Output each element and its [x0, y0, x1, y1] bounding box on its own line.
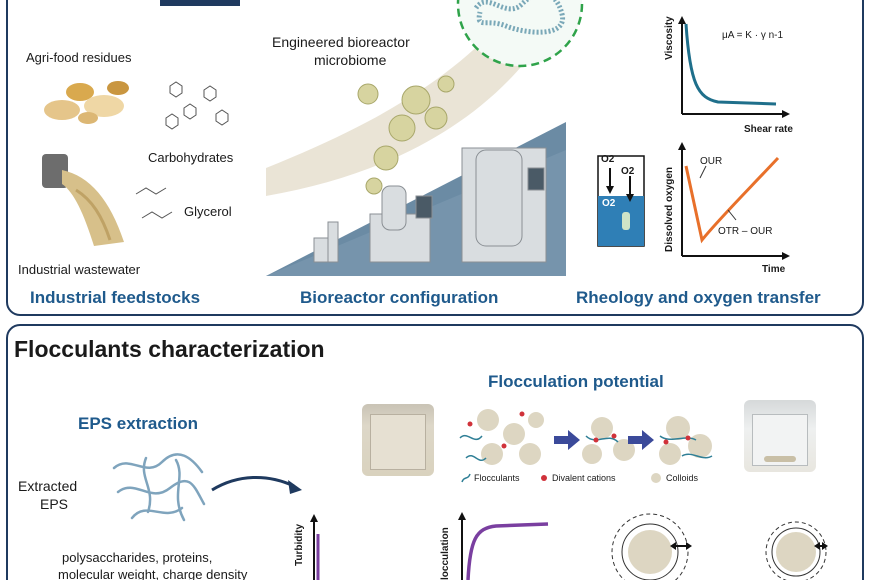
o2-label-1: O2	[601, 154, 615, 165]
bottom-panel-title: Flocculants characterization	[14, 336, 325, 362]
particle-double-layer-1	[611, 513, 692, 580]
flocculation-chart	[458, 512, 549, 580]
o2-label-3: O2	[602, 198, 616, 209]
agri-food-label: Agri-food residues	[26, 50, 132, 65]
otr-our-label: OTR – OUR	[718, 226, 773, 237]
flocculation-potential-label: Flocculation potential	[488, 372, 664, 391]
clear-beaker-photo	[744, 400, 816, 472]
eps-properties-line-1: polysaccharides, proteins,	[62, 550, 213, 565]
eps-strands-icon	[112, 453, 206, 522]
microbiome-label-line-2: microbiome	[314, 52, 387, 68]
eps-extraction-label: EPS extraction	[78, 414, 198, 433]
glycerol-molecule-icon	[135, 187, 173, 219]
legend-cations-label: Divalent cations	[552, 473, 616, 483]
time-axis-label: Time	[762, 264, 786, 275]
legend-flocculants-label: Flocculants	[474, 473, 520, 483]
legend-flocculant-icon	[461, 473, 471, 483]
agri-food-icon	[44, 81, 129, 124]
bottom-panel	[6, 324, 864, 580]
extracted-eps-label-line-2: EPS	[40, 496, 69, 512]
rheology-section-label: Rheology and oxygen transfer	[576, 288, 821, 307]
carbohydrates-label: Carbohydrates	[148, 150, 234, 165]
particle-double-layer-2	[765, 521, 828, 580]
viscosity-chart	[678, 16, 790, 118]
bioreactor-section-label: Bioreactor configuration	[300, 288, 499, 307]
extracted-eps-label-line-1: Extracted	[18, 478, 78, 494]
flocculation-axis-label: locculation	[440, 527, 451, 580]
our-label: OUR	[700, 156, 723, 167]
wastewater-label: Industrial wastewater	[18, 262, 141, 277]
flocculation-mechanism-diagram	[459, 409, 713, 465]
dissolved-oxygen-chart	[678, 142, 790, 260]
turbidity-chart	[310, 514, 320, 580]
eps-to-flocculation-arrow	[211, 476, 302, 494]
shear-rate-axis-label: Shear rate	[744, 124, 793, 135]
viscosity-equation: μA = K · γ n-1	[722, 30, 784, 41]
microbiome-label-line-1: Engineered bioreactor	[272, 34, 410, 50]
dissolved-oxygen-curve	[684, 156, 780, 244]
carbohydrates-molecules-icon	[165, 81, 229, 130]
dissolved-oxygen-axis-label: Dissolved oxygen	[664, 166, 675, 252]
legend-colloid-icon	[651, 473, 661, 483]
feedstocks-section-label: Industrial feedstocks	[30, 288, 201, 307]
eps-properties-line-2: molecular weight, charge density	[58, 567, 248, 580]
top-tab-fragment	[160, 0, 240, 6]
bioreactor-scene	[266, 0, 584, 276]
viscosity-curve	[684, 23, 777, 106]
o2-transfer-icon	[597, 155, 645, 247]
legend-colloids-label: Colloids	[666, 473, 699, 483]
viscosity-axis-label: Viscosity	[664, 16, 675, 60]
turbidity-axis-label: Turbidity	[294, 523, 305, 566]
legend-cation-icon	[541, 475, 547, 481]
o2-label-2: O2	[621, 166, 635, 177]
turbid-beaker-photo	[362, 404, 434, 476]
wastewater-pipe-icon	[42, 154, 124, 246]
glycerol-label: Glycerol	[184, 204, 232, 219]
flocculation-curve	[466, 522, 549, 580]
